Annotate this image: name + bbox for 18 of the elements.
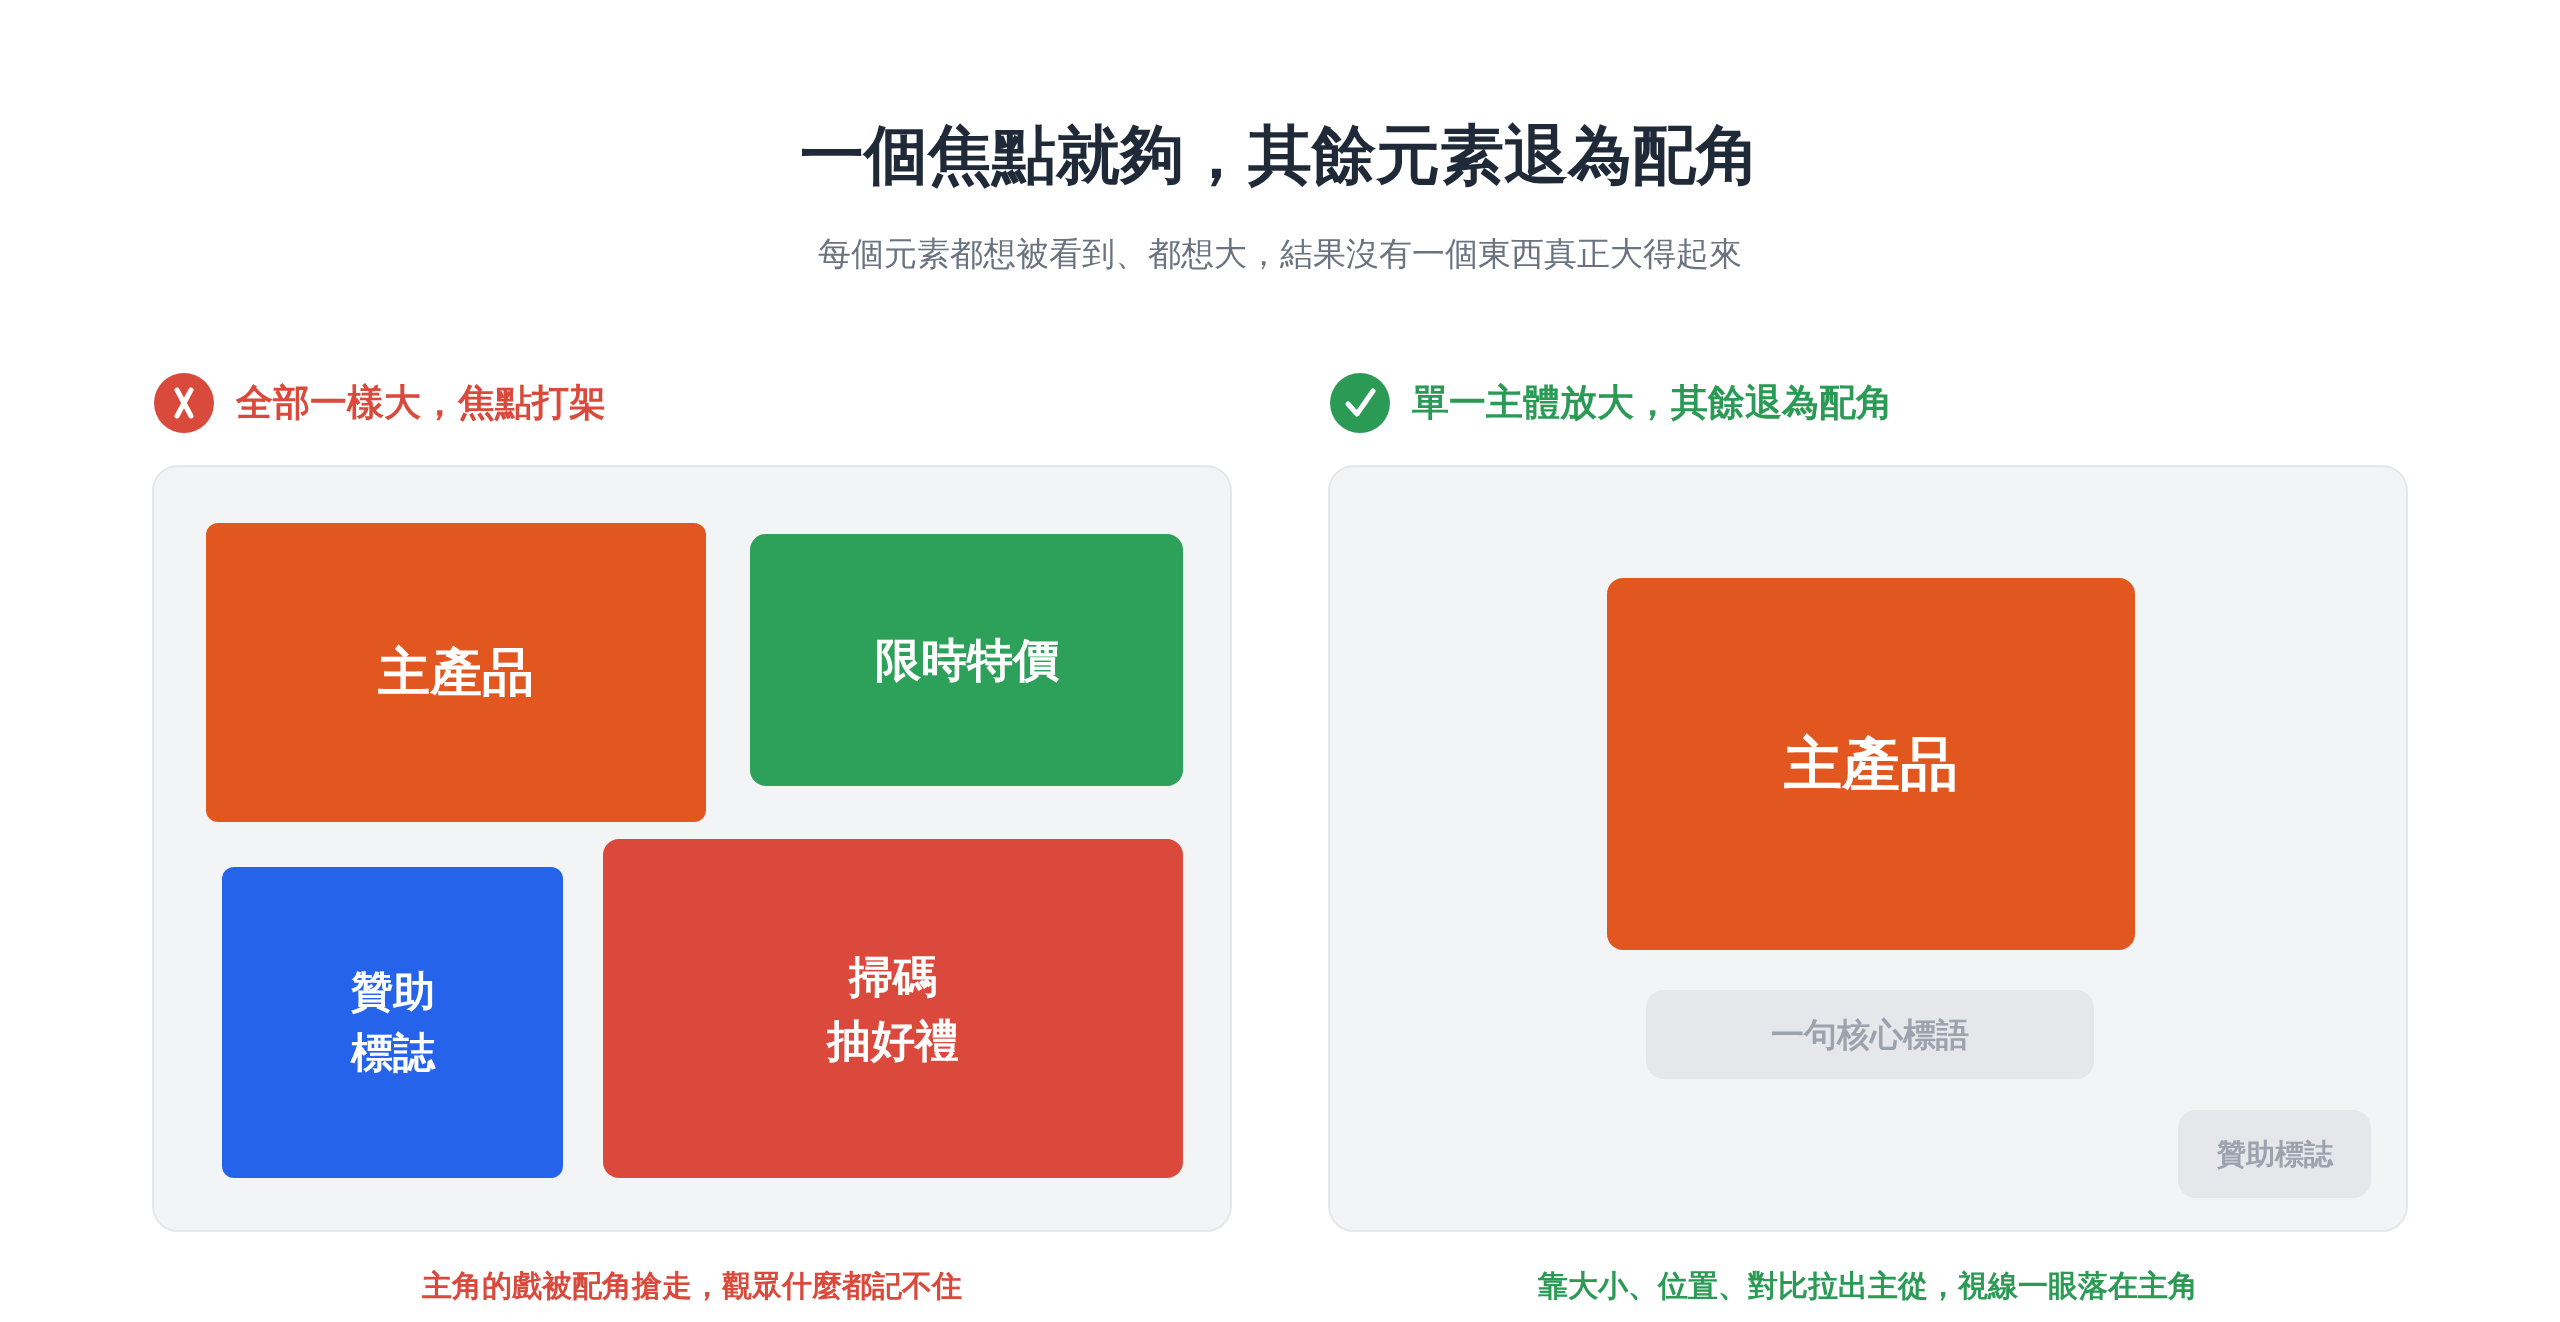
panel-heading: 單一主體放大，其餘退為配角	[1412, 381, 1893, 425]
panel-caption: 靠大小、位置、對比拉出主從，視線一眼落在主角	[1537, 1268, 2199, 1304]
content-block	[603, 839, 1183, 1178]
block-label: 限時特價	[874, 632, 1059, 688]
block-label: 主產品	[1784, 729, 1958, 798]
block-label: 主產品	[378, 641, 534, 703]
content-block	[750, 534, 1183, 786]
subtitle: 每個元素都想被看到、都想大，結果沒有一個東西真正大得起來	[817, 234, 1743, 274]
content-block	[206, 523, 706, 822]
panel-heading: 全部一樣大，焦點打架	[236, 381, 606, 425]
block-label: 掃碼抽好禮	[827, 950, 959, 1067]
content-block	[222, 867, 563, 1178]
page-title: 一個焦點就夠，其餘元素退為配角	[799, 118, 1761, 193]
panel-caption: 主角的戲被配角搶走，觀眾什麼都記不住	[421, 1268, 963, 1304]
block-label: 一句核心標語	[1771, 1014, 1969, 1055]
content-block	[1607, 578, 2135, 950]
block-label: 贊助標誌	[2216, 1136, 2333, 1172]
block-label: 贊助標誌	[350, 966, 435, 1078]
